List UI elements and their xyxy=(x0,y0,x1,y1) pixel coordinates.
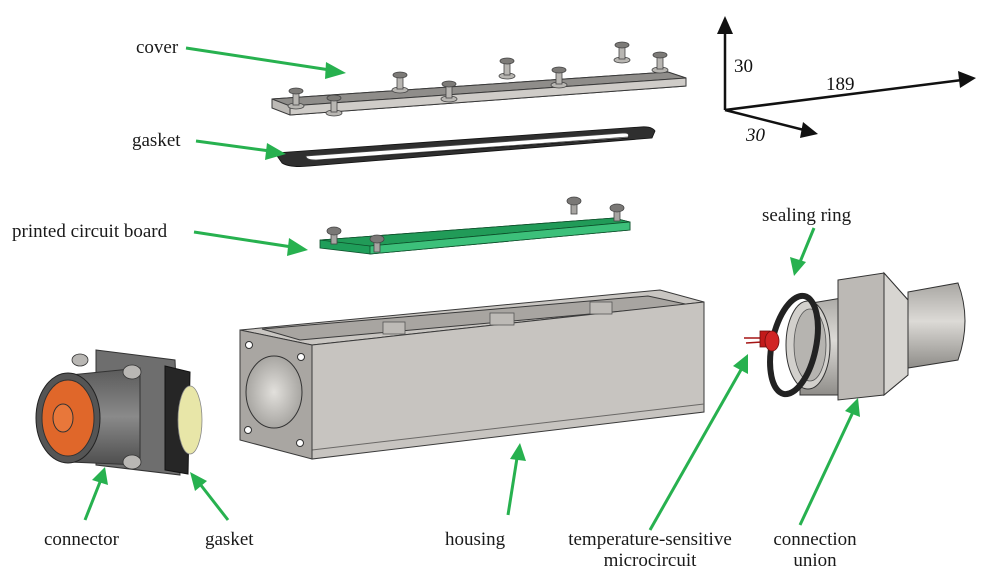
housing-part xyxy=(239,289,705,460)
label-housing: housing xyxy=(445,529,506,550)
microcircuit-part xyxy=(744,330,780,352)
label-sealing-ring: sealing ring xyxy=(762,205,852,226)
arrow-gasket-bottom xyxy=(190,472,230,521)
arrow-housing xyxy=(506,443,526,516)
label-microcircuit-line1: temperature-sensitive xyxy=(568,529,732,550)
arrow-pcb xyxy=(193,230,308,256)
arrow-cover xyxy=(185,46,346,79)
arrow-sealing-ring xyxy=(790,227,816,276)
gasket-top-part xyxy=(274,126,656,167)
connection-union-part xyxy=(785,271,966,401)
dim-width: 30 xyxy=(745,125,766,146)
arrow-gasket-top xyxy=(195,139,286,160)
label-pcb: printed circuit board xyxy=(12,221,168,242)
arrow-connector xyxy=(83,467,108,521)
connector-part xyxy=(35,349,203,476)
arrow-union xyxy=(798,398,860,526)
arrow-microcircuit xyxy=(648,354,748,531)
label-gasket-top: gasket xyxy=(132,130,181,151)
pointer-arrows xyxy=(83,46,860,531)
label-cover: cover xyxy=(136,37,179,58)
label-union-line2: union xyxy=(793,550,837,571)
cover-part xyxy=(271,41,687,117)
label-connector: connector xyxy=(44,529,120,550)
dimension-axes xyxy=(717,16,976,138)
label-union-line1: connection xyxy=(773,529,857,550)
label-gasket-bottom: gasket xyxy=(205,529,254,550)
dim-length: 189 xyxy=(826,74,855,95)
cover-screws xyxy=(287,41,669,117)
dim-height: 30 xyxy=(734,56,753,77)
pcb-part xyxy=(319,196,631,255)
label-microcircuit-line2: microcircuit xyxy=(604,550,698,571)
